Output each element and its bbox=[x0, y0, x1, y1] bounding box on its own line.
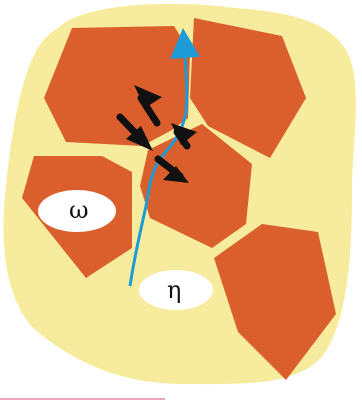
omega-label: ω bbox=[69, 196, 89, 224]
grain-top-left bbox=[44, 26, 190, 146]
eta-label: η bbox=[167, 276, 181, 304]
